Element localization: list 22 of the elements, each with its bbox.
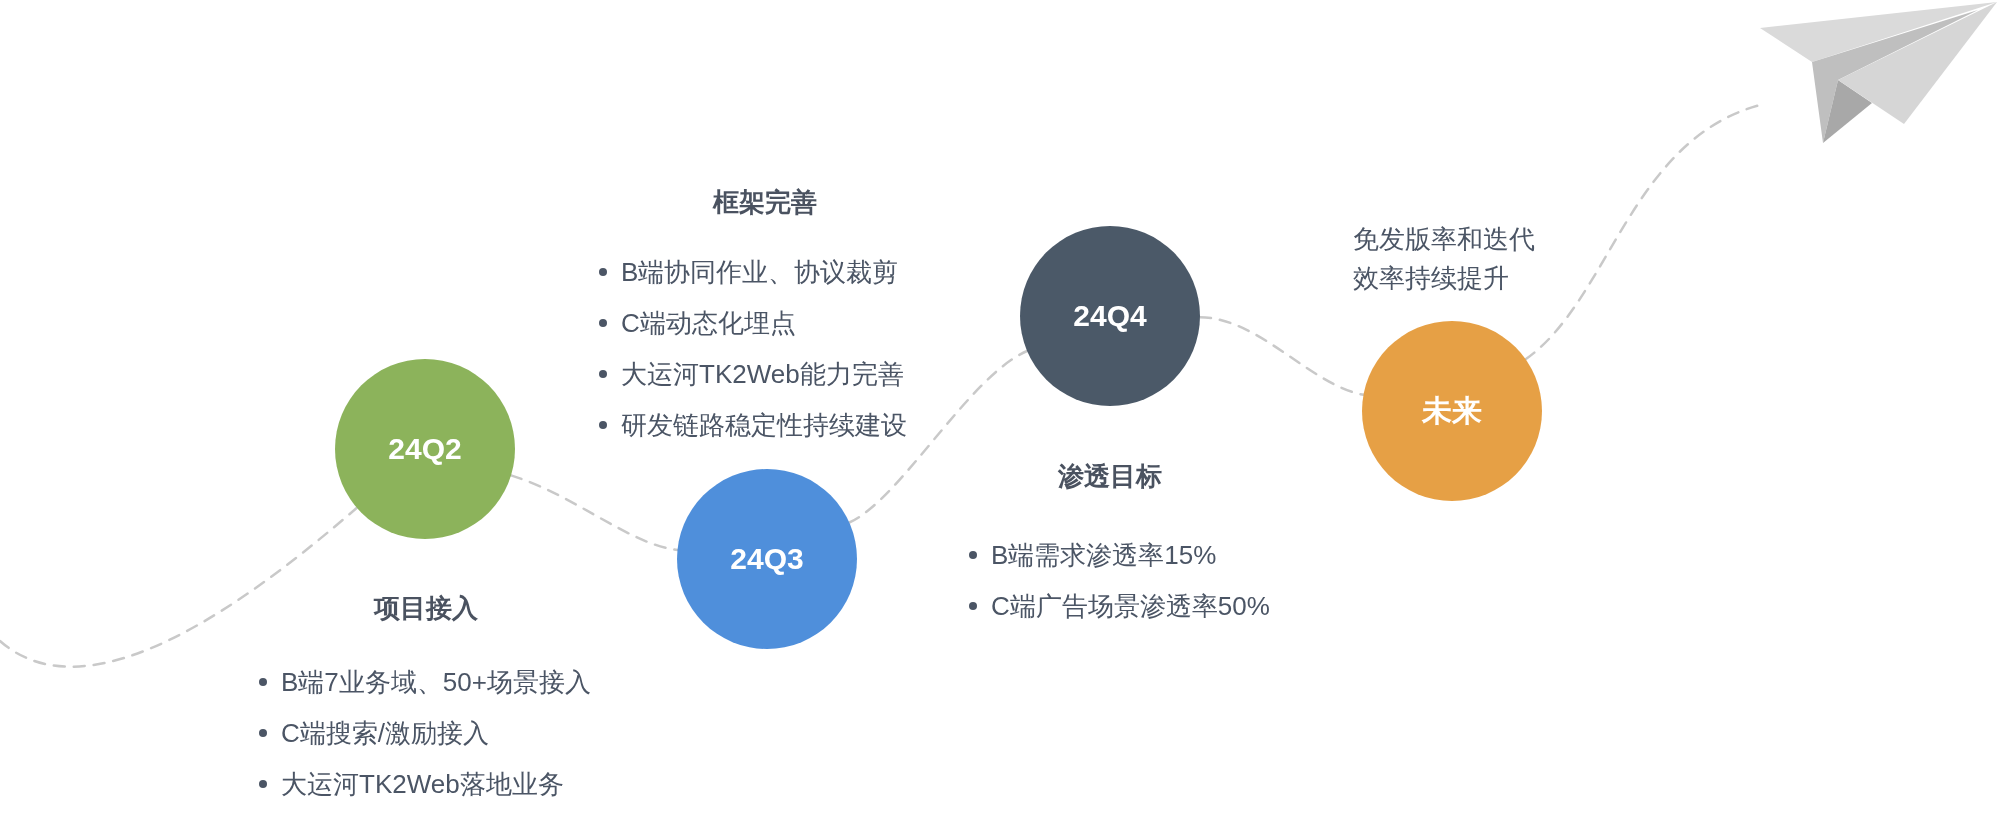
bullet-text: 研发链路稳定性持续建设 <box>621 409 907 441</box>
dashed-connector <box>509 474 679 552</box>
milestone-heading: 项目接入 <box>374 592 478 624</box>
milestone-heading: 渗透目标 <box>1058 460 1162 492</box>
bullet-text: C端搜索/激励接入 <box>281 717 489 749</box>
paper-plane-illustration <box>1760 0 1998 146</box>
milestone-label: 未来 <box>1422 393 1482 429</box>
bullet-text: 大运河TK2Web落地业务 <box>281 768 564 800</box>
bullet-text: B端协同作业、协议裁剪 <box>621 256 899 288</box>
milestone-label: 24Q3 <box>730 541 804 577</box>
milestone-label: 24Q4 <box>1073 298 1147 334</box>
milestone-label: 24Q2 <box>388 431 462 467</box>
bullet-text: 大运河TK2Web能力完善 <box>621 358 904 390</box>
bullet-text: B端需求渗透率15% <box>991 539 1217 571</box>
bullet-text: B端7业务域、50+场景接入 <box>281 666 591 698</box>
dashed-connector <box>848 349 1029 524</box>
note-text: 免发版率和迭代效率持续提升 <box>1353 223 1536 295</box>
milestone-heading: 框架完善 <box>713 186 817 218</box>
bullet-text: C端广告场景渗透率50% <box>991 590 1270 622</box>
dashed-connector <box>0 506 359 668</box>
dashed-connector <box>1198 315 1365 397</box>
bullet-text: C端动态化埋点 <box>621 307 796 339</box>
